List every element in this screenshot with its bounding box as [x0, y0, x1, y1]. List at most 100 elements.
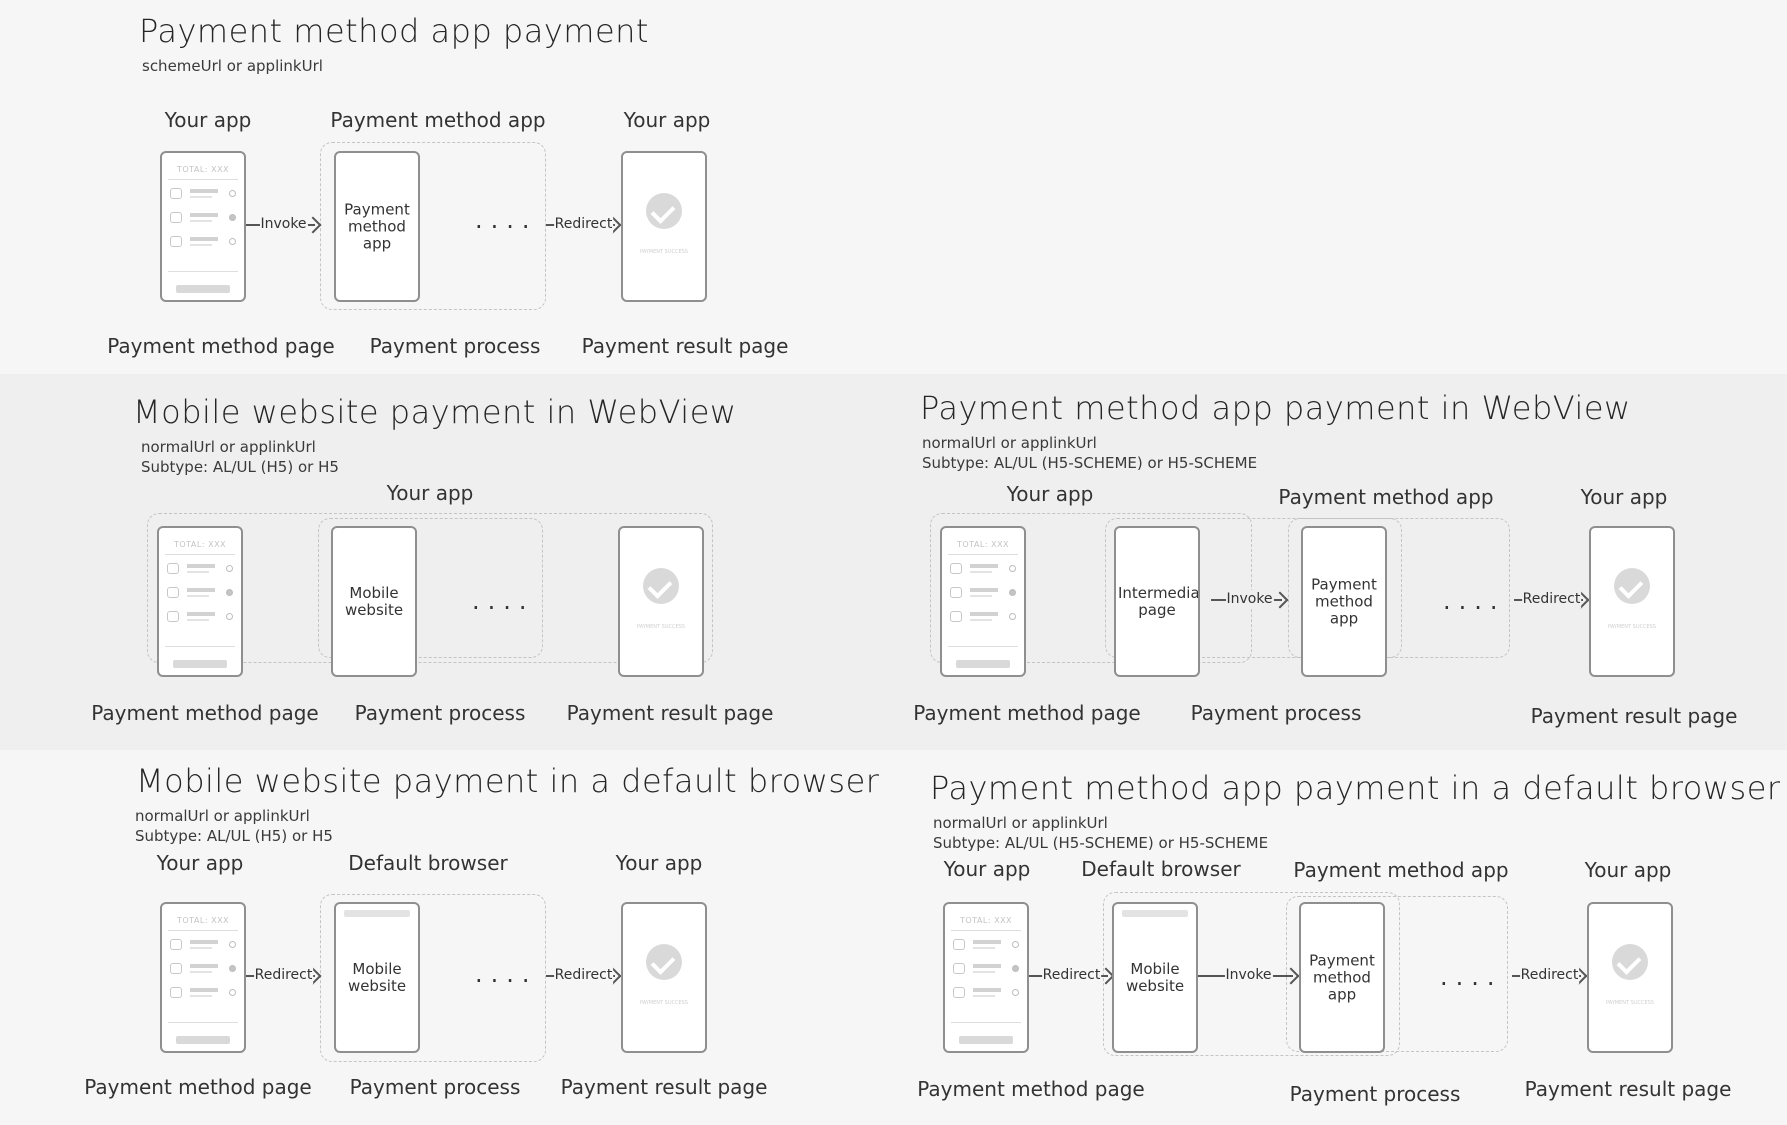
wallet-icon	[950, 587, 962, 598]
check-icon	[643, 568, 679, 604]
label-your-app: Your app	[1006, 482, 1094, 506]
label-payment-result-page: Payment result page	[566, 701, 774, 725]
label-payment-process: Payment process	[1289, 1082, 1461, 1106]
check-icon	[1612, 944, 1648, 980]
wallet-icon	[170, 236, 182, 247]
label-payment-method-app: Payment method app	[1278, 485, 1494, 509]
diagram-subtitle: normalUrl or applinkUrl	[922, 434, 1097, 452]
label-your-app: Your app	[156, 851, 244, 875]
label-payment-process: Payment process	[354, 701, 526, 725]
check-icon	[646, 193, 682, 229]
wallet-icon	[953, 987, 965, 998]
arrow-redirect: Redirect	[546, 215, 622, 234]
phone-payment-method-page: TOTAL: XXX	[943, 902, 1029, 1053]
diagram-subtitle: schemeUrl or applinkUrl	[142, 57, 323, 75]
payment-method-app-group	[1286, 896, 1508, 1052]
arrow-redirect: Redirect	[1512, 966, 1588, 985]
arrow-redirect: Redirect	[246, 966, 322, 985]
phone-mobile-website: Mobile website	[331, 526, 417, 677]
phone-payment-result: PAYMENT SUCCESS	[618, 526, 704, 677]
phone-intermediate-page: Intermediate page	[1114, 526, 1200, 677]
arrow-invoke: Invoke	[246, 215, 322, 234]
browser-address-bar	[344, 910, 410, 917]
wallet-icon	[167, 611, 179, 622]
diagram-subtitle: normalUrl or applinkUrl	[933, 814, 1108, 832]
label-payment-method-app: Payment method app	[330, 108, 546, 132]
phone-payment-method-page: TOTAL: XXX	[157, 526, 243, 677]
wallet-icon	[170, 987, 182, 998]
diagram-title: Payment method app payment in WebView	[920, 389, 1631, 427]
phone-payment-method-app: Payment method app	[1299, 902, 1385, 1053]
label-your-app: Your app	[615, 851, 703, 875]
phone-payment-method-page: TOTAL: XXX	[160, 151, 246, 302]
diagram-title: Payment method app payment in a default …	[930, 769, 1781, 807]
ellipsis: ····	[1440, 970, 1503, 998]
arrow-invoke: Invoke	[1211, 590, 1289, 609]
payment-process-group	[1103, 892, 1400, 1056]
phone-payment-result: PAYMENT SUCCESS	[1587, 902, 1673, 1053]
total-label: TOTAL: XXX	[176, 165, 230, 174]
arrow-invoke: Invoke	[1198, 966, 1300, 985]
wallet-icon	[953, 963, 965, 974]
ellipsis: ····	[475, 213, 538, 241]
label-default-browser: Default browser	[348, 851, 508, 875]
wallet-icon	[950, 563, 962, 574]
diagram-title: Payment method app payment	[139, 12, 649, 50]
ellipsis: ····	[472, 594, 535, 622]
payment-process-group	[320, 142, 546, 310]
phone-payment-method-app: Payment method app	[1301, 526, 1387, 677]
ellipsis: ····	[475, 967, 538, 995]
diagram-title: Mobile website payment in WebView	[133, 393, 737, 431]
label-payment-method-page: Payment method page	[917, 1077, 1145, 1101]
payment-process-group	[1105, 518, 1402, 658]
diagram-subtitle: Subtype: AL/UL (H5-SCHEME) or H5-SCHEME	[922, 454, 1258, 472]
payment-process-group	[320, 894, 546, 1062]
label-your-app: Your app	[943, 857, 1031, 881]
your-app-group	[930, 513, 1252, 663]
label-payment-method-page: Payment method page	[913, 701, 1141, 725]
ellipsis: ····	[1443, 594, 1506, 622]
wallet-icon	[170, 963, 182, 974]
wallet-icon	[950, 611, 962, 622]
wallet-icon	[167, 563, 179, 574]
browser-address-bar	[1122, 910, 1188, 917]
diagram-subtitle: Subtype: AL/UL (H5-SCHEME) or H5-SCHEME	[933, 834, 1269, 852]
phone-payment-result: PAYMENT SUCCESS	[621, 151, 707, 302]
payment-process-group	[318, 518, 543, 658]
diagram-subtitle: normalUrl or applinkUrl	[141, 438, 316, 456]
phone-mobile-website: Mobile website	[334, 902, 420, 1053]
arrow-redirect: Redirect	[546, 966, 622, 985]
label-payment-method-page: Payment method page	[91, 701, 319, 725]
label-your-app: Your app	[164, 108, 252, 132]
label-payment-method-page: Payment method page	[107, 334, 335, 358]
label-payment-result-page: Payment result page	[581, 334, 789, 358]
arrow-redirect: Redirect	[1029, 966, 1115, 985]
label-default-browser: Default browser	[1081, 857, 1241, 881]
wallet-icon	[170, 939, 182, 950]
diagram-subtitle: Subtype: AL/UL (H5) or H5	[141, 458, 339, 476]
wallet-icon	[170, 212, 182, 223]
label-payment-result-page: Payment result page	[1530, 704, 1738, 728]
label-payment-result-page: Payment result page	[1524, 1077, 1732, 1101]
check-icon	[646, 944, 682, 980]
phone-payment-method-app: Payment method app	[334, 151, 420, 302]
wallet-icon	[953, 939, 965, 950]
label-payment-process: Payment process	[1190, 701, 1362, 725]
diagram-subtitle: Subtype: AL/UL (H5) or H5	[135, 827, 333, 845]
label-your-app: Your app	[623, 108, 711, 132]
wallet-icon	[170, 188, 182, 199]
check-icon	[1614, 568, 1650, 604]
wallet-icon	[167, 587, 179, 598]
arrow-redirect: Redirect	[1514, 590, 1590, 609]
label-payment-result-page: Payment result page	[560, 1075, 768, 1099]
label-your-app: Your app	[1584, 858, 1672, 882]
label-payment-process: Payment process	[369, 334, 541, 358]
payment-method-app-group	[1288, 518, 1510, 658]
diagram-subtitle: normalUrl or applinkUrl	[135, 807, 310, 825]
phone-payment-result: PAYMENT SUCCESS	[1589, 526, 1675, 677]
label-payment-process: Payment process	[349, 1075, 521, 1099]
label-your-app: Your app	[386, 481, 474, 505]
phone-mobile-website: Mobile website	[1112, 902, 1198, 1053]
phone-payment-method-page: TOTAL: XXX	[940, 526, 1026, 677]
phone-payment-method-page: TOTAL: XXX	[160, 902, 246, 1053]
